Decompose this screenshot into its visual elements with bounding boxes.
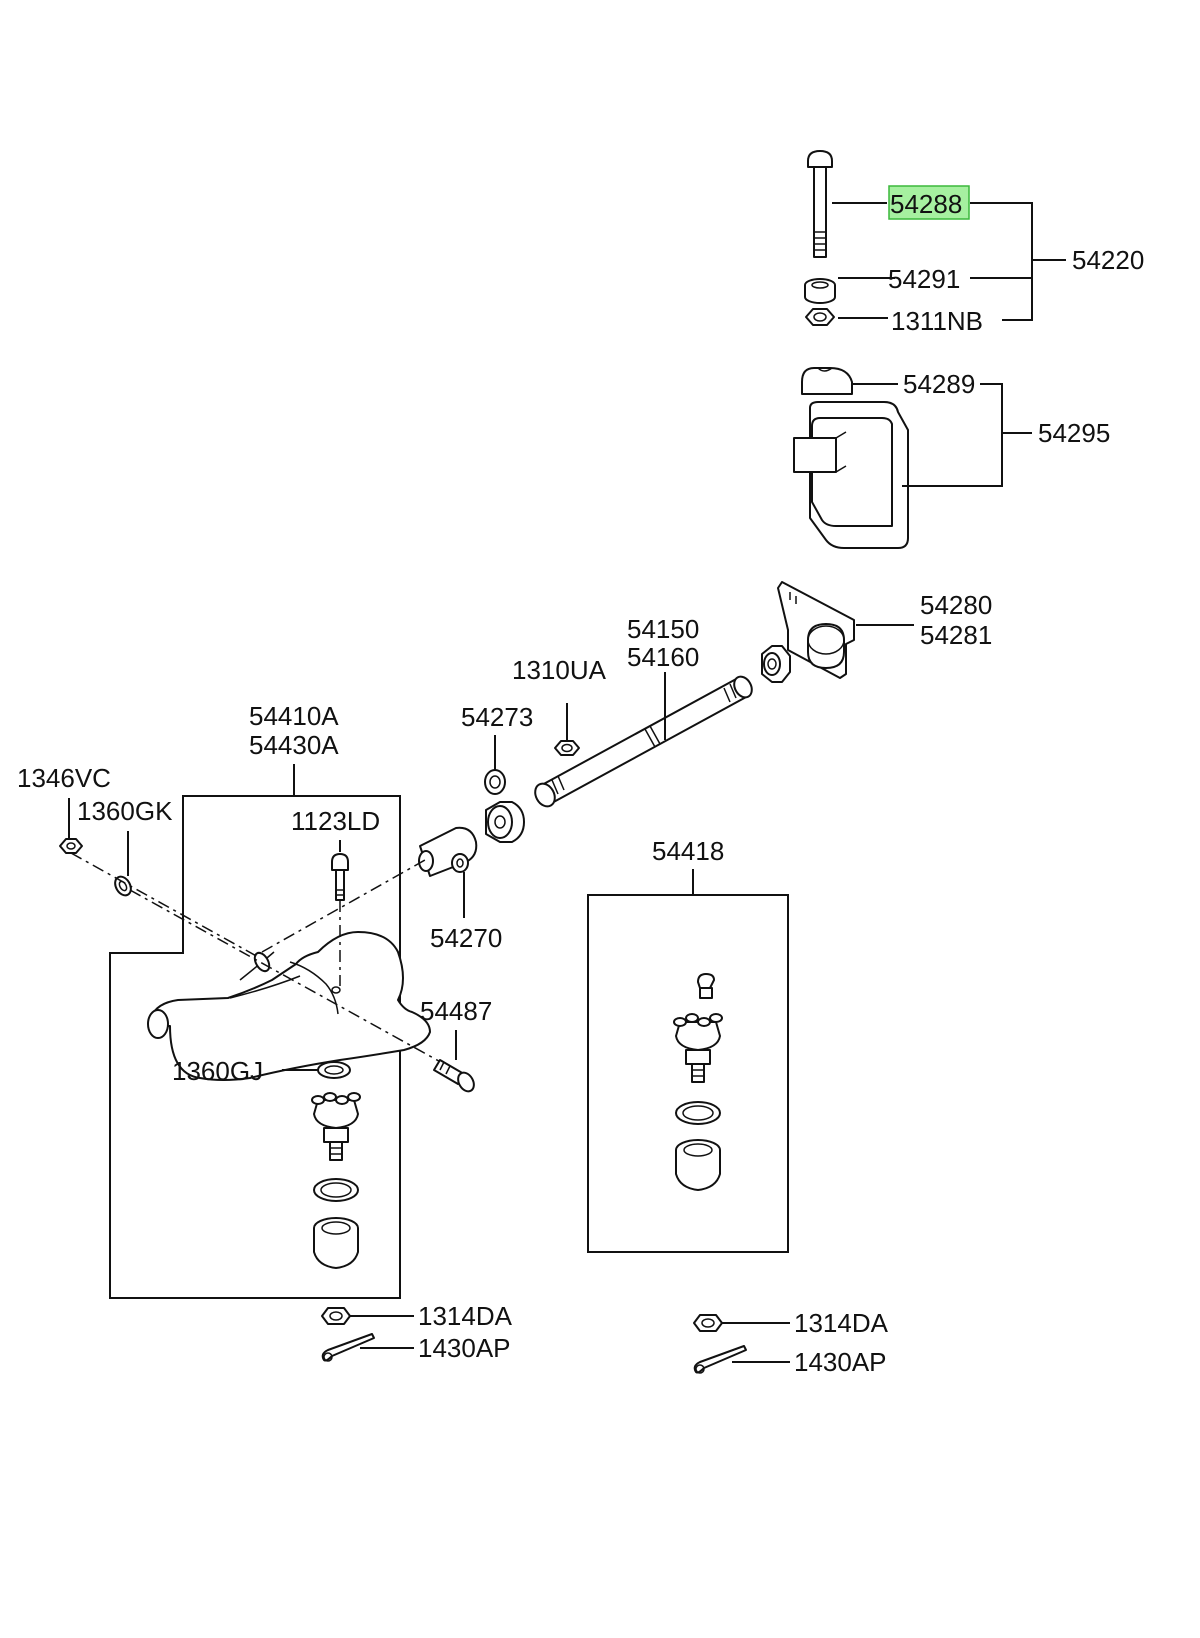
label-54150: 54150	[627, 614, 699, 644]
label-1310UA: 1310UA	[512, 655, 607, 685]
nut-1314DA-right[interactable]	[693, 1314, 723, 1332]
label-1311NB: 1311NB	[891, 306, 983, 336]
group-box-54418	[587, 894, 789, 1253]
cotter-pin-1430AP-right[interactable]	[693, 1345, 747, 1374]
axis-line-upper	[261, 859, 426, 953]
label-54295: 54295	[1038, 418, 1110, 448]
washer-54273[interactable]	[484, 769, 506, 795]
ball-joint-left[interactable]	[311, 1092, 361, 1161]
highlight-54288	[888, 185, 970, 220]
label-1314DA-left: 1314DA	[418, 1301, 513, 1331]
eccentric-cam-washer[interactable]	[485, 801, 525, 843]
label-54273: 54273	[461, 702, 533, 732]
axis-line-bolt	[129, 889, 456, 1071]
label-1314DA-right: 1314DA	[794, 1308, 889, 1338]
bolt-54288[interactable]	[807, 150, 833, 258]
label-1430AP-right: 1430AP	[794, 1347, 887, 1377]
label-1360GK: 1360GK	[77, 796, 173, 826]
ball-joint-boot-left[interactable]	[313, 1217, 359, 1269]
label-54410A: 54410A	[249, 701, 339, 731]
bushing-54270[interactable]	[418, 826, 478, 877]
dust-cover-ring-right[interactable]	[675, 1101, 721, 1125]
label-54291: 54291	[888, 264, 960, 294]
label-54487: 54487	[420, 996, 492, 1026]
bushing-54291[interactable]	[804, 278, 836, 304]
label-54270: 54270	[430, 923, 502, 953]
bumper-bracket-54295[interactable]	[793, 401, 909, 549]
nut-1310UA[interactable]	[554, 740, 580, 756]
bolt-1123LD[interactable]	[331, 853, 349, 901]
upper-arm-body[interactable]	[147, 931, 431, 1081]
group-box-54410A	[109, 795, 401, 1299]
label-54418: 54418	[652, 836, 724, 866]
washer-1360GJ[interactable]	[317, 1061, 351, 1079]
label-1360GJ: 1360GJ	[172, 1056, 263, 1086]
ball-joint-right[interactable]	[673, 1013, 723, 1083]
stopper-cap-54289[interactable]	[801, 367, 853, 395]
label-54280: 54280	[920, 590, 992, 620]
dust-cover-ring-left[interactable]	[313, 1178, 359, 1202]
bolt-54487[interactable]	[433, 1059, 477, 1094]
label-54288: 54288	[890, 189, 962, 219]
ball-joint-boot-right[interactable]	[675, 1139, 721, 1191]
label-1430AP-left: 1430AP	[418, 1333, 511, 1363]
label-54220: 54220	[1072, 245, 1144, 275]
cotter-pin-1430AP-left[interactable]	[321, 1333, 375, 1362]
shaft-washer-right[interactable]	[761, 645, 791, 683]
axis-line-1346VC	[70, 852, 261, 959]
nut-1311NB[interactable]	[805, 308, 835, 326]
label-54281: 54281	[920, 620, 992, 650]
bump-stopper-54280[interactable]	[777, 581, 855, 679]
nut-1346VC[interactable]	[59, 838, 83, 854]
label-54160: 54160	[627, 642, 699, 672]
shaft-54150[interactable]	[531, 674, 755, 810]
label-1123LD: 1123LD	[291, 806, 380, 836]
label-54289: 54289	[903, 369, 975, 399]
label-1346VC: 1346VC	[17, 763, 111, 793]
label-54430A: 54430A	[249, 730, 339, 760]
washer-1360GK[interactable]	[112, 874, 134, 898]
grease-fitting[interactable]	[697, 973, 715, 999]
nut-1314DA-left[interactable]	[321, 1307, 351, 1325]
